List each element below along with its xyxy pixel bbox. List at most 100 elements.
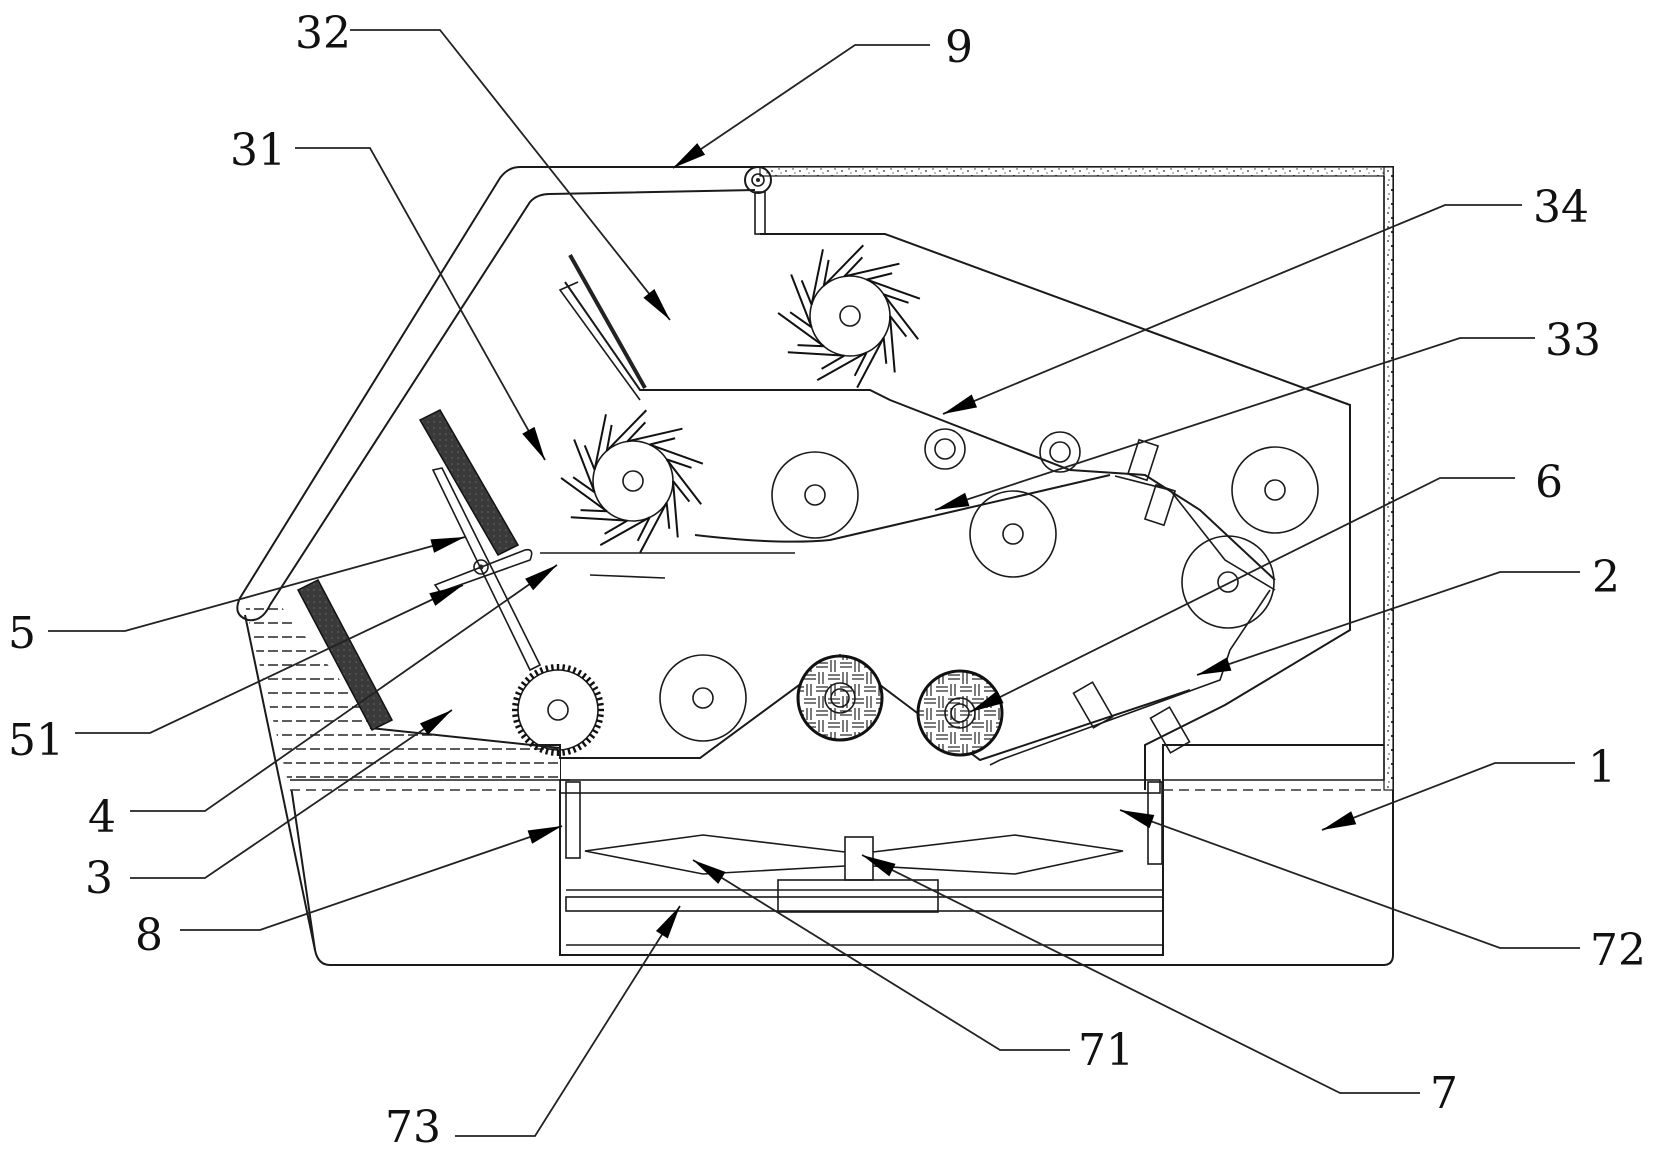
arrowhead-icon: [1120, 810, 1155, 829]
roller-4: [1181, 535, 1275, 629]
callout-4: 4: [88, 564, 558, 843]
rollers: [512, 428, 1319, 757]
callout-73: 73: [385, 905, 681, 1153]
callout-71: 71: [692, 859, 1134, 1076]
callout-label: 72: [1590, 925, 1646, 976]
guide-roller-1: [924, 428, 966, 470]
roller-1: [771, 451, 859, 539]
leader-line: [295, 147, 546, 461]
callout-label: 2: [1592, 552, 1620, 603]
fan-blade-left: [584, 834, 846, 875]
arrowhead-icon: [693, 860, 726, 884]
callout-label: 31: [230, 125, 286, 176]
leader-line: [1196, 571, 1580, 676]
callout-label: 9: [945, 22, 973, 73]
callout-label: 3: [85, 853, 113, 904]
arrowhead-icon: [522, 426, 545, 460]
callout-2: 2: [1196, 552, 1620, 676]
leader-line: [455, 905, 681, 1137]
spring-4: [1149, 706, 1191, 754]
motor-base: [777, 879, 939, 913]
sponge-pad-upper: [418, 409, 520, 556]
callout-label: 33: [1545, 315, 1601, 366]
spring-2: [1143, 483, 1177, 527]
callout-9: 9: [672, 22, 973, 169]
leader-line: [1119, 809, 1580, 949]
fan-blade-right: [872, 834, 1124, 875]
leader-line: [692, 859, 1070, 1051]
arrowhead-icon: [1197, 657, 1232, 675]
callout-label: 6: [1535, 457, 1563, 508]
base-housing: [245, 597, 1394, 966]
spring-3: [1072, 681, 1114, 729]
toothed-roller: [512, 664, 604, 756]
leader-line: [75, 584, 464, 734]
brush-roller-left: [560, 409, 704, 554]
callout-33: 33: [934, 315, 1601, 511]
callout-5: 5: [8, 536, 466, 659]
leader-line: [350, 29, 671, 321]
filter-mesh: [565, 896, 1164, 912]
spring-1: [1126, 438, 1160, 482]
arrowhead-icon: [673, 143, 706, 168]
leader-line: [180, 825, 563, 931]
leader-line: [969, 477, 1515, 713]
sponge-roller-1: [796, 654, 884, 742]
callout-label: 51: [8, 715, 64, 766]
hatched-plate: [559, 779, 1161, 794]
callout-7: 7: [861, 854, 1458, 1119]
callout-1: 1: [1321, 742, 1616, 831]
wiper-assembly: [296, 409, 542, 731]
callout-72: 72: [1119, 809, 1646, 976]
arrowhead-icon: [943, 394, 978, 414]
arrowhead-icon: [430, 537, 465, 553]
arrowhead-icon: [643, 289, 670, 320]
springs: [1072, 438, 1191, 754]
callout-label: 5: [8, 608, 36, 659]
callout-label: 4: [88, 792, 116, 843]
roller-3: [1231, 446, 1319, 534]
leader-line: [130, 564, 558, 812]
fan-chamber: [559, 779, 1164, 946]
arrowhead-icon: [862, 855, 896, 877]
callout-31: 31: [230, 125, 546, 461]
leader-line: [672, 44, 930, 169]
leader-line: [1321, 762, 1575, 831]
leader-line: [130, 709, 453, 879]
leader-line: [861, 854, 1420, 1094]
sponge-roller-2: [916, 669, 1004, 757]
arrowhead-icon: [527, 826, 562, 844]
callout-34: 34: [942, 182, 1589, 415]
side-guide-left: [565, 781, 581, 859]
callout-label: 7: [1430, 1068, 1458, 1119]
guide-roller-2: [1039, 431, 1081, 473]
brush-rollers: [560, 244, 921, 554]
callout-3: 3: [85, 709, 453, 904]
arrowhead-icon: [970, 690, 1004, 712]
brush-roller-top: [777, 244, 921, 389]
roller-5: [659, 654, 747, 742]
callout-8: 8: [135, 825, 563, 961]
callout-label: 34: [1533, 182, 1589, 233]
roller-2: [969, 490, 1057, 578]
callout-32: 32: [295, 8, 671, 321]
leader-line: [942, 204, 1522, 415]
leader-line: [48, 536, 466, 632]
callout-label: 8: [135, 910, 163, 961]
arrowhead-icon: [419, 710, 452, 735]
callout-label: 1: [1588, 742, 1616, 793]
arrowhead-icon: [525, 565, 557, 591]
hinge-icon: [744, 166, 772, 194]
callout-51: 51: [8, 584, 464, 766]
leader-line: [934, 337, 1535, 511]
callout-label: 32: [295, 8, 351, 59]
callout-label: 71: [1078, 1025, 1134, 1076]
arrowhead-icon: [429, 585, 463, 606]
arrowhead-icon: [1322, 811, 1357, 830]
callout-label: 73: [385, 1102, 441, 1153]
arrowhead-icon: [935, 492, 970, 510]
sponge-pad-lower: [296, 579, 394, 731]
outer-shell: [236, 166, 1394, 951]
